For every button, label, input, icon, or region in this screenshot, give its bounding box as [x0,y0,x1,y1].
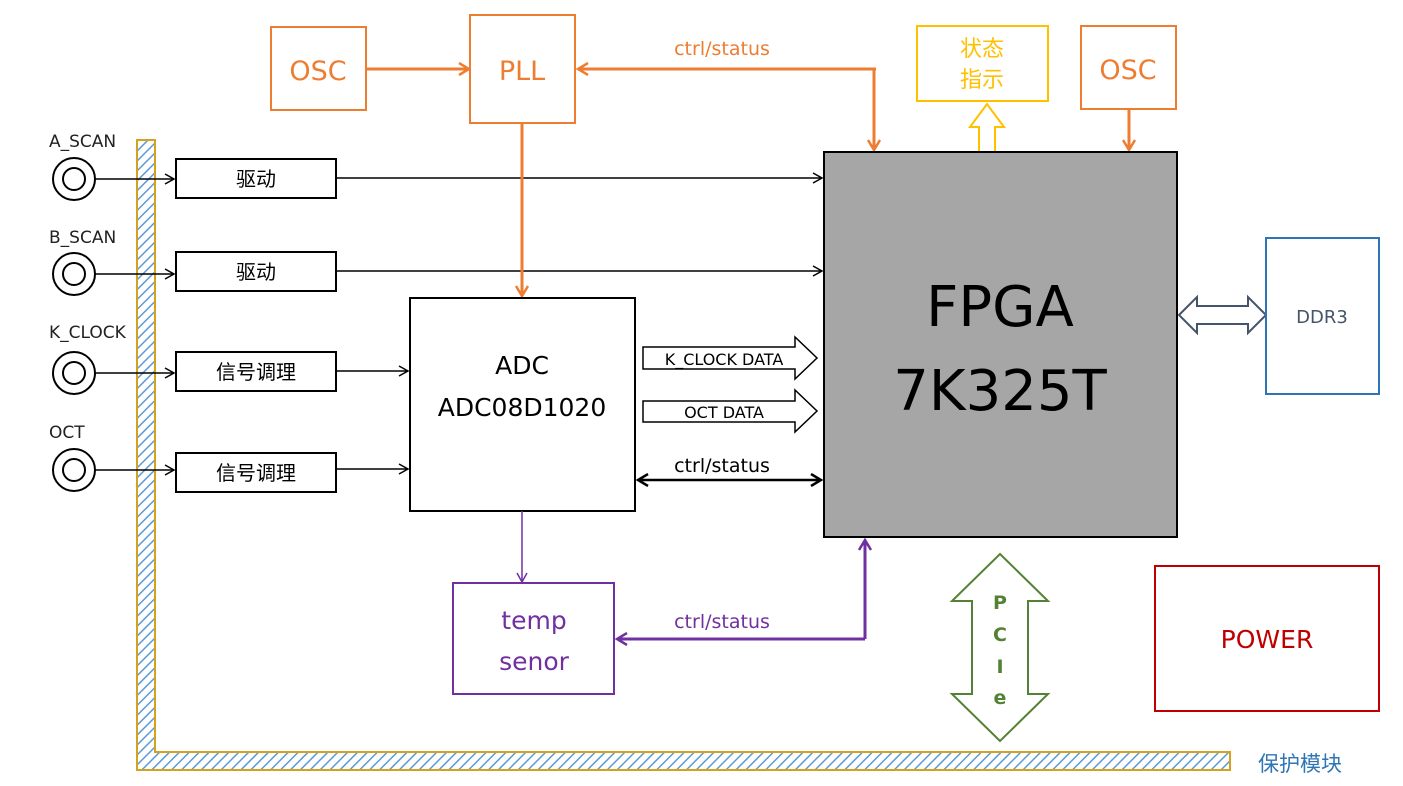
pcie-letter: P [993,592,1007,614]
input-label: K_CLOCK [49,323,127,343]
block-label: POWER [1221,625,1314,654]
osc-right-block: OSC [1080,25,1177,110]
temp-ctrl-label: ctrl/status [674,611,770,633]
block-label: 驱动 [236,167,276,191]
pcie-letter: e [994,687,1007,709]
drive-block-1: 驱动 [175,158,337,199]
input-label: A_SCAN [49,132,116,152]
block-label: FPGA [926,275,1074,340]
pll-block: PLL [469,14,576,124]
osc-left-block: OSC [270,26,367,111]
block-label: 状态 [960,37,1004,62]
pll-ctrl-label: ctrl/status [674,38,770,60]
input-b-scan: B_SCAN [49,228,176,296]
oct-data-arrow: OCT DATA [642,388,819,434]
block-label: ADC [495,351,549,380]
input-oct: OCT [49,423,176,492]
ddr-bidirectional-arrow-icon [1177,294,1268,336]
block-label: OSC [1099,55,1156,86]
pcie-letter: C [993,624,1007,646]
temp-sensor-block: temp senor [452,582,615,695]
input-a-scan: A_SCAN [49,132,176,201]
pcie-letter: I [996,656,1003,678]
adc-block: ADC ADC08D1020 [409,297,636,512]
block-label: 指示 [960,68,1004,93]
pcie-bidirectional-arrow-icon [949,552,1051,743]
signal-conditioning-block-1: 信号调理 [175,351,337,392]
input-label: OCT [49,423,85,443]
block-label: senor [499,647,570,676]
block-label: PLL [499,56,545,87]
protection-legend-label: 保护模块 [1258,752,1342,776]
arrow-label: K_CLOCK DATA [665,350,784,370]
block-label: 驱动 [236,260,276,284]
protection-barrier [136,139,1231,771]
block-label: 信号调理 [216,461,296,485]
adc-ctrl-label: ctrl/status [674,455,770,477]
power-block: POWER [1154,565,1380,712]
pcie-arrow: P C I e [949,552,1051,743]
block-label: ADC08D1020 [438,393,607,422]
block-label: DDR3 [1296,307,1348,328]
status-arrow-icon [968,102,1006,153]
status-indicator-block: 状态 指示 [916,25,1049,102]
block-label: OSC [289,56,346,87]
fpga-block: FPGA 7K325T [823,151,1178,538]
block-label: 7K325T [893,359,1107,424]
block-label: 信号调理 [216,360,296,384]
signal-conditioning-block-2: 信号调理 [175,452,337,493]
k-clock-data-arrow: K_CLOCK DATA [642,335,819,381]
arrow-label: OCT DATA [684,403,764,422]
input-k-clock: K_CLOCK [49,323,176,395]
drive-block-2: 驱动 [175,251,337,292]
block-label: temp [501,606,566,635]
input-label: B_SCAN [49,228,116,248]
ddr3-block: DDR3 [1265,237,1380,395]
